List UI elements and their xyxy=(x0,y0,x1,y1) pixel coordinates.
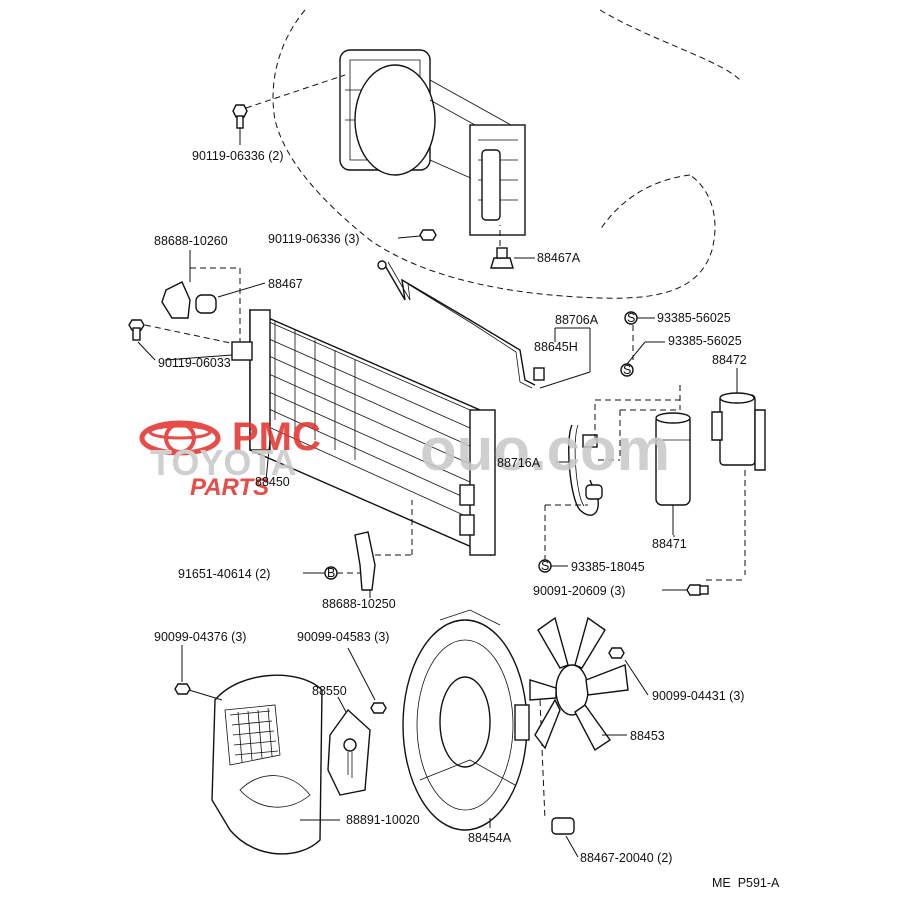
bracket-88472 xyxy=(711,392,766,471)
label-93385-56025-a: 93385-56025 xyxy=(657,311,731,325)
s-mark-2-text: S xyxy=(623,363,631,377)
label-90099-04376: 90099-04376 (3) xyxy=(154,630,246,644)
label-88645H: 88645H xyxy=(534,340,578,354)
watermark: PMC TOYOTA PARTS ouo.com xyxy=(139,415,670,501)
hose-88706A xyxy=(533,327,591,389)
grommet-88467-20040 xyxy=(551,817,575,835)
watermark-pmc: PMC xyxy=(232,415,321,459)
label-91651-40614: 91651-40614 (2) xyxy=(178,567,270,581)
label-88467A: 88467A xyxy=(537,251,581,265)
label-88706A: 88706A xyxy=(555,313,599,327)
motor-88550 xyxy=(327,708,371,796)
upper-condenser-assembly xyxy=(339,49,526,236)
label-88450: 88450 xyxy=(255,475,290,489)
refrigerant-pipe xyxy=(377,260,536,389)
bolt-90099-04583 xyxy=(370,702,387,714)
bolt-90091-20609 xyxy=(686,584,709,596)
label-88467: 88467 xyxy=(268,277,303,291)
footer-code: ME P591-A xyxy=(712,876,780,890)
condenser-88450 xyxy=(231,308,496,557)
fan-88453 xyxy=(529,616,629,752)
label-90119-06336-3: 90119-06336 (3) xyxy=(268,232,360,246)
label-90099-04583: 90099-04583 (3) xyxy=(297,630,389,644)
label-88688-10260: 88688-10260 xyxy=(154,234,228,248)
bolt-90119-06336-top xyxy=(232,104,248,129)
label-93385-18045: 93385-18045 xyxy=(571,560,645,574)
label-88716A: 88716A xyxy=(497,456,541,470)
s-mark-1-text: S xyxy=(627,311,635,325)
label-90119-06033: 90119-06033 xyxy=(158,356,231,370)
b-mark-text: B xyxy=(327,566,335,580)
label-88891-10020: 88891-10020 xyxy=(346,813,420,827)
shroud-88454A xyxy=(402,609,530,831)
s-mark-3-text: S xyxy=(541,559,549,573)
pipe-88716A xyxy=(568,424,603,516)
watermark-site: ouo.com xyxy=(420,416,670,483)
bolt-90119-06033 xyxy=(128,319,145,341)
label-93385-56025-b: 93385-56025 xyxy=(668,334,742,348)
label-88550: 88550 xyxy=(312,684,347,698)
bracket-88688-10250 xyxy=(354,531,376,591)
bolt-90099-04376 xyxy=(174,683,191,695)
label-88688-10250: 88688-10250 xyxy=(322,597,396,611)
label-90091-20609: 90091-20609 (3) xyxy=(533,584,625,598)
vehicle-body-outline xyxy=(272,9,741,299)
watermark-parts: PARTS xyxy=(190,474,269,501)
label-88472: 88472 xyxy=(712,353,747,367)
label-88454A: 88454A xyxy=(468,831,512,845)
bracket-88688-10260 xyxy=(161,281,217,319)
bolt-90119-06336-mid xyxy=(419,229,437,241)
bolt-90099-04431 xyxy=(608,647,625,659)
label-90119-06336-2: 90119-06336 (2) xyxy=(192,149,284,163)
label-88453: 88453 xyxy=(630,729,665,743)
shroud-88891-10020 xyxy=(211,674,323,855)
label-90099-04431: 90099-04431 (3) xyxy=(652,689,744,703)
watermark-toyota: TOYOTA xyxy=(150,442,297,483)
grommet-88467A xyxy=(490,247,514,269)
label-88467-20040: 88467-20040 (2) xyxy=(580,851,672,865)
receiver-88471 xyxy=(655,412,691,506)
label-88471: 88471 xyxy=(652,537,687,551)
